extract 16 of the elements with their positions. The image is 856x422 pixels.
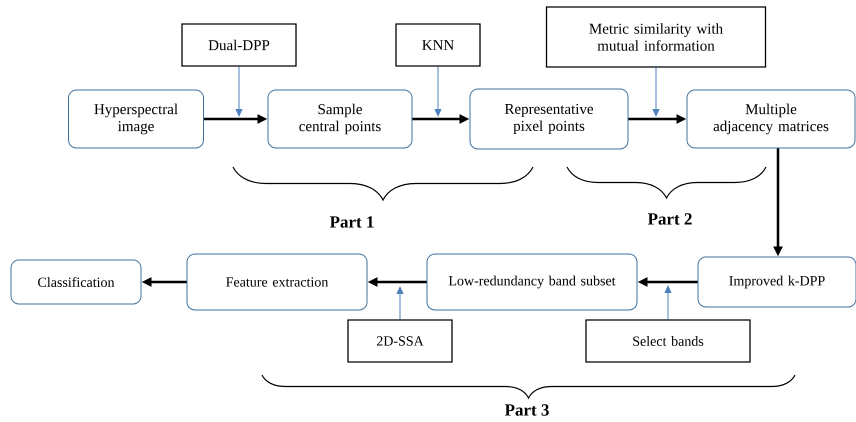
input-box: Select bands — [585, 319, 751, 363]
input-box: Dual-DPP — [181, 23, 297, 67]
process-box: Low-redundancy band subset — [426, 254, 638, 310]
process-box: Representative pixel points — [470, 88, 628, 150]
process-box: Multiple adjacency matrices — [686, 90, 856, 148]
process-box: Feature extraction — [186, 254, 368, 310]
process-box: Improved k-DPP — [698, 256, 856, 308]
input-box: Metric similarity with mutual information — [546, 6, 766, 68]
part-label: Part 1 — [330, 216, 374, 228]
input-box: KNN — [395, 23, 481, 67]
process-box: Sample central points — [268, 90, 412, 148]
process-box: Classification — [10, 259, 142, 304]
process-box: Hyperspectral image — [68, 90, 204, 148]
part-label: Part 2 — [648, 213, 692, 225]
part-label: Part 3 — [504, 404, 549, 416]
input-box: 2D-SSA — [347, 319, 453, 363]
